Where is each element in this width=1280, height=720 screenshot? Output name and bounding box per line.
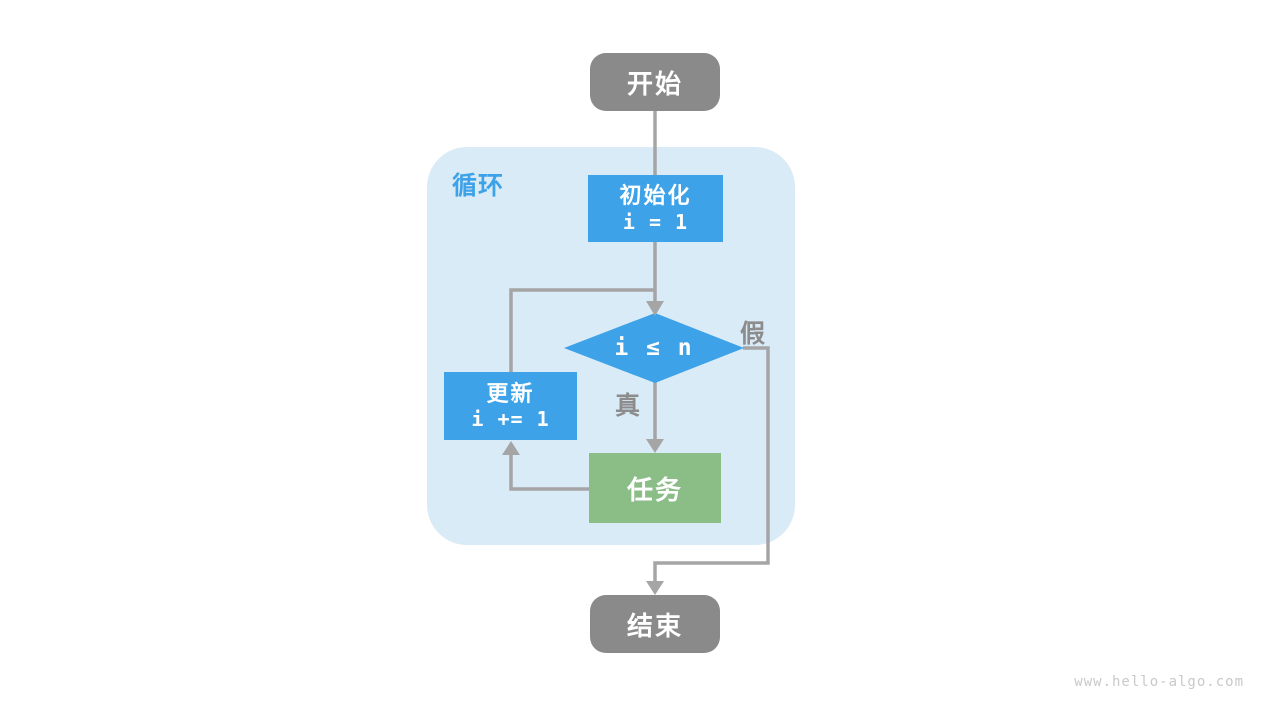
branch-label-true: 真	[615, 392, 641, 420]
edge-task-update	[509, 444, 590, 491]
loop-label: 循环	[452, 172, 505, 200]
node-task: 任务	[589, 453, 721, 523]
arrow-into-condition	[646, 301, 664, 316]
node-init: 初始化 i = 1	[588, 175, 723, 242]
condition-diamond	[564, 313, 744, 383]
branch-label-false: 假	[740, 320, 766, 348]
node-init-code: i = 1	[622, 209, 689, 234]
node-update-code: i += 1	[471, 407, 550, 432]
arrow-into-task	[646, 439, 664, 453]
node-end: 结束	[590, 595, 720, 653]
node-update: 更新 i += 1	[444, 372, 577, 440]
edge-condition-end	[653, 346, 770, 582]
watermark: www.hello-algo.com	[1074, 674, 1244, 690]
condition-text: i ≤ n	[614, 335, 694, 361]
node-update-title: 更新	[486, 380, 535, 406]
node-start: 开始	[590, 53, 720, 111]
arrow-into-update	[502, 441, 520, 455]
node-init-title: 初始化	[619, 183, 692, 209]
arrow-into-end	[646, 581, 664, 595]
edge-update-condition	[509, 288, 655, 373]
